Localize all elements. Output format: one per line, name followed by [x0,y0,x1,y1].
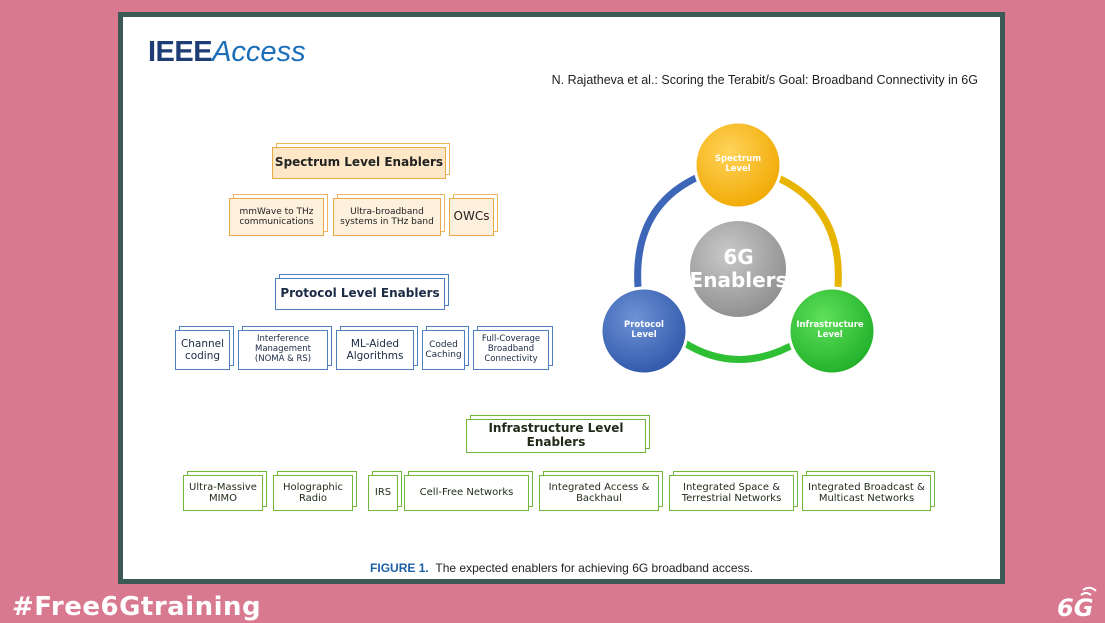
hashtag-label: #Free6Gtraining [12,592,262,622]
enablers-cycle-diagram [599,120,877,376]
svg-text:6G: 6G [1057,594,1093,621]
protocol-item-interference: Interference Management (NOMA & RS) [238,330,328,370]
arc-infrastructure-protocol [681,338,800,363]
cycle-center-label: 6G Enablers [689,245,788,292]
cycle-infrastructure-label: Infrastructure Level [796,320,864,340]
cycle-protocol-label: Protocol Level [624,320,664,340]
figure-caption: FIGURE 1. The expected enablers for achi… [370,561,753,575]
protocol-item-ml-aided: ML-Aided Algorithms [336,330,414,370]
center-circle [686,217,790,321]
spectrum-item-mmwave: mmWave to THz communications [229,198,324,236]
infrastructure-item-space-terrestrial: Integrated Space & Terrestrial Networks [669,475,794,511]
spectrum-item-ultra-broadband: Ultra-broadband systems in THz band [333,198,441,236]
infrastructure-level-circle [787,286,877,376]
protocol-enablers-title: Protocol Level Enablers [275,278,445,310]
protocol-item-channel-coding: Channel coding [175,330,230,370]
infrastructure-item-cell-free: Cell-Free Networks [404,475,529,511]
arc-protocol-spectrum [634,173,700,288]
spectrum-enablers-title: Spectrum Level Enablers [272,147,446,179]
infrastructure-enablers-title: Infrastructure Level Enablers [466,419,646,453]
6g-logo-icon: 6G [1057,586,1097,621]
cycle-spectrum-label: Spectrum Level [714,154,762,174]
spectrum-level-circle [693,120,783,210]
infrastructure-item-iab: Integrated Access & Backhaul [539,475,659,511]
infrastructure-item-ultra-massive-mimo: Ultra-Massive MIMO [183,475,263,511]
protocol-item-coded-caching: Coded Caching [422,330,465,370]
infrastructure-item-irs: IRS [368,475,398,511]
infrastructure-item-broadcast-multicast: Integrated Broadcast & Multicast Network… [802,475,931,511]
protocol-level-circle [599,286,689,376]
paper-figure-frame: IEEEAccess N. Rajatheva et al.: Scoring … [118,12,1005,584]
protocol-item-full-coverage: Full-Coverage Broadband Connectivity [473,330,549,370]
arc-spectrum-infrastructure [774,173,842,288]
paper-running-header: N. Rajatheva et al.: Scoring the Terabit… [551,73,978,87]
ieee-access-logo: IEEEAccess [148,36,306,68]
infrastructure-item-holographic-radio: Holographic Radio [273,475,353,511]
spectrum-item-owcs: OWCs [449,198,494,236]
